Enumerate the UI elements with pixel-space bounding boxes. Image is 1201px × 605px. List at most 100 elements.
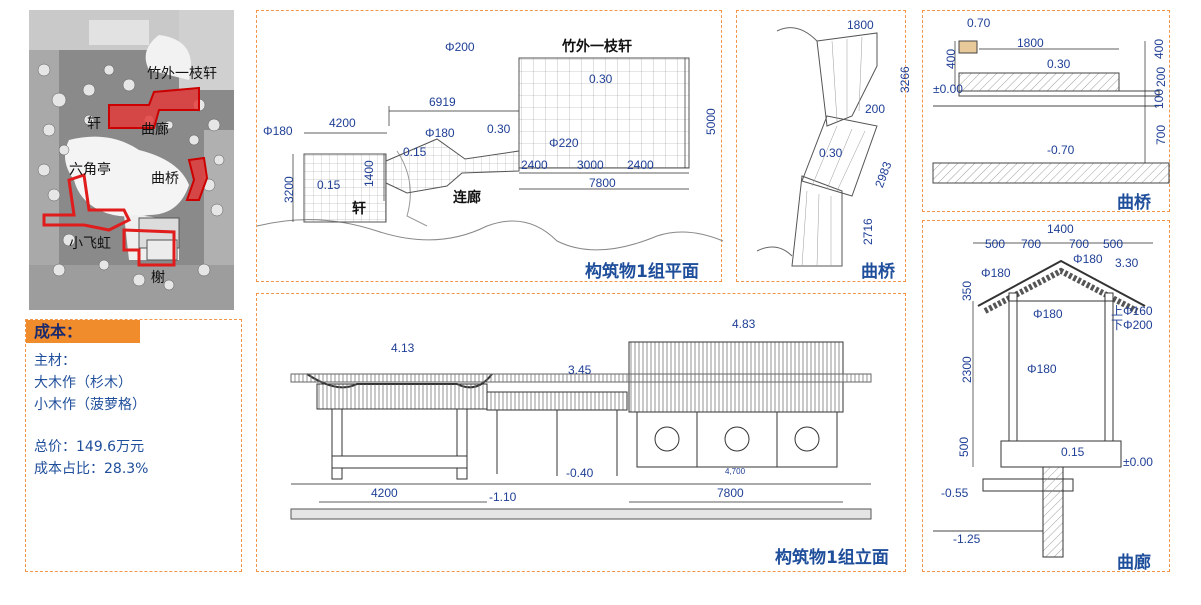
elev-dim-345: 3.45 [568, 363, 592, 377]
corr-dim-phi180a: Φ180 [981, 266, 1011, 280]
plan-panel: Φ200 6919 4200 Φ180 Φ180 0.30 0.30 Φ220 … [256, 10, 724, 282]
map-label-qiao: 曲桥 [151, 171, 179, 187]
cost-heading: 成本： [26, 320, 140, 343]
plan-label-xuan: 轩 [352, 200, 366, 217]
plan-xuan-building [303, 153, 387, 223]
corr-dim-700a: 700 [1021, 237, 1041, 251]
bridge-sec-dim-070: 0.70 [967, 16, 991, 30]
cost-total: 总价：149.6万元 [34, 439, 145, 455]
tree-dots [37, 63, 225, 291]
structure-highlight-1 [108, 86, 200, 129]
plan-dim-phi220: Φ220 [549, 136, 579, 150]
corr-dim-phi180c: Φ180 [1033, 307, 1063, 321]
plan-title: 构筑物1组平面 [585, 262, 699, 282]
bridge-section-drawing: 0.70 1800 400 400 200 100 700 0.30 ±0.00… [932, 16, 1170, 184]
elev-dim-7800: 7800 [717, 486, 744, 500]
corr-dim-pm000: ±0.00 [1123, 455, 1153, 469]
site-map-drawing: 竹外一枝轩 轩 曲廊 六角亭 曲桥 小飞虹 榭 [29, 10, 234, 310]
elevation-drawing: 4.83 4.13 3.45 -0.40 4200 -1.10 7800 4,7… [290, 317, 872, 520]
corr-dim-700b: 700 [1069, 237, 1089, 251]
corr-dim-500a: 500 [985, 237, 1005, 251]
plan-dim-phi200: Φ200 [445, 40, 475, 54]
elev-dim-4700: 4,700 [725, 467, 746, 476]
plan-dim-phi180b: Φ180 [425, 126, 455, 140]
plan-dim-2400a: 2400 [521, 158, 548, 172]
bridge-plan-dim-3266: 3266 [898, 66, 912, 93]
plan-dim-2400b: 2400 [627, 158, 654, 172]
map-label-qulang: 曲廊 [141, 121, 169, 138]
bridge-plan-dim-1800: 1800 [847, 18, 874, 32]
plan-dim-3200: 3200 [282, 176, 296, 203]
corr-dim-phi180b: Φ180 [1073, 252, 1103, 266]
elev-dim-4200: 4200 [371, 486, 398, 500]
corridor-section-drawing: 1400 500 700 700 500 Φ180 Φ180 3.30 350 … [933, 222, 1153, 558]
plan-dim-6919: 6919 [429, 95, 456, 109]
map-label-zhuwai: 竹外一枝轩 [147, 66, 217, 82]
plan-drawing: Φ200 6919 4200 Φ180 Φ180 0.30 0.30 Φ220 … [256, 38, 724, 251]
plan-zhuwai-building [518, 57, 690, 169]
corr-dim-500c: 500 [957, 437, 971, 457]
elev-dim-483: 4.83 [732, 317, 756, 331]
bridge-plan-dim-030: 0.30 [819, 146, 843, 160]
bridge-plan-dim-2716: 2716 [861, 218, 875, 245]
corr-dim-phi160: 上Φ160 [1111, 304, 1153, 318]
corridor-section-title: 曲廊 [1117, 553, 1151, 573]
cost-line2: 小木作（菠萝格） [34, 397, 146, 413]
structure-highlight-4 [122, 228, 176, 267]
bridge-sec-dim-m070: -0.70 [1047, 143, 1075, 157]
bridge-plan-title: 曲桥 [861, 262, 895, 282]
elevation-panel: 4.83 4.13 3.45 -0.40 4200 -1.10 7800 4,7… [256, 293, 906, 572]
plan-dim-015a: 0.15 [403, 145, 427, 159]
plan-label-zhuwai: 竹外一枝轩 [561, 38, 632, 55]
plan-corridor [385, 138, 520, 194]
corr-dim-015: 0.15 [1061, 445, 1085, 459]
elevation-title: 构筑物1组立面 [775, 548, 889, 568]
elev-dim-m110: -1.10 [489, 490, 517, 504]
map-label-xie: 榭 [151, 270, 165, 286]
cost-main-material: 主材： [34, 353, 76, 369]
bridge-sec-dim-200: 200 [1154, 67, 1168, 87]
bridge-section-title: 曲桥 [1117, 193, 1151, 213]
structure-highlight-3 [42, 173, 132, 232]
plan-dim-7800: 7800 [589, 176, 616, 190]
corr-dim-500b: 500 [1103, 237, 1123, 251]
bridge-sec-dim-700: 700 [1154, 125, 1168, 145]
plan-dim-015b: 0.15 [317, 178, 341, 192]
plan-dim-030b: 0.30 [487, 122, 511, 136]
plan-dim-3000: 3000 [577, 158, 604, 172]
map-label-xuan: 轩 [87, 116, 101, 132]
corr-dim-phi200: 下Φ200 [1111, 318, 1153, 332]
bridge-section-panel: 0.70 1800 400 400 200 100 700 0.30 ±0.00… [922, 10, 1170, 213]
plan-dim-5000: 5000 [704, 108, 718, 135]
elev-dim-413: 4.13 [391, 341, 415, 355]
cost-ratio: 成本占比：28.3% [34, 461, 149, 477]
corr-dim-330: 3.30 [1115, 256, 1139, 270]
plan-dim-030a: 0.30 [589, 72, 613, 86]
bridge-sec-dim-1800: 1800 [1017, 36, 1044, 50]
cost-panel [25, 319, 242, 572]
corridor-section-panel: 1400 500 700 700 500 Φ180 Φ180 3.30 350 … [922, 220, 1170, 573]
bridge-sec-dim-030: 0.30 [1047, 57, 1071, 71]
plan-dim-4200: 4200 [329, 116, 356, 130]
plan-dim-phi180a: Φ180 [263, 124, 293, 138]
elev-dim-m040: -0.40 [566, 466, 594, 480]
corr-dim-m125: -1.25 [953, 532, 981, 546]
corr-dim-1400: 1400 [1047, 222, 1074, 236]
bridge-sec-dim-400b: 400 [1152, 39, 1166, 59]
bridge-sec-dim-400a: 400 [944, 49, 958, 69]
bridge-sec-dim-100: 100 [1152, 89, 1166, 109]
bridge-plan-drawing: 1800 3266 200 0.30 2983 2716 [756, 18, 912, 267]
map-label-xiaofei: 小飞虹 [69, 236, 111, 252]
corr-dim-2300: 2300 [960, 356, 974, 383]
plan-dim-1400: 1400 [362, 160, 376, 187]
corr-dim-phi180d: Φ180 [1027, 362, 1057, 376]
plan-label-lianlang: 连廊 [453, 189, 481, 206]
bridge-plan-panel: 1800 3266 200 0.30 2983 2716 曲桥 [736, 10, 912, 282]
map-label-liujiao: 六角亭 [69, 161, 111, 178]
cost-line1: 大木作（杉木） [34, 375, 132, 391]
bridge-sec-dim-pm000: ±0.00 [933, 82, 963, 96]
bridge-plan-dim-200: 200 [865, 102, 885, 116]
site-map: 竹外一枝轩 轩 曲廊 六角亭 曲桥 小飞虹 榭 [29, 10, 234, 310]
corr-dim-m055: -0.55 [941, 486, 969, 500]
corr-dim-350: 350 [960, 281, 974, 301]
